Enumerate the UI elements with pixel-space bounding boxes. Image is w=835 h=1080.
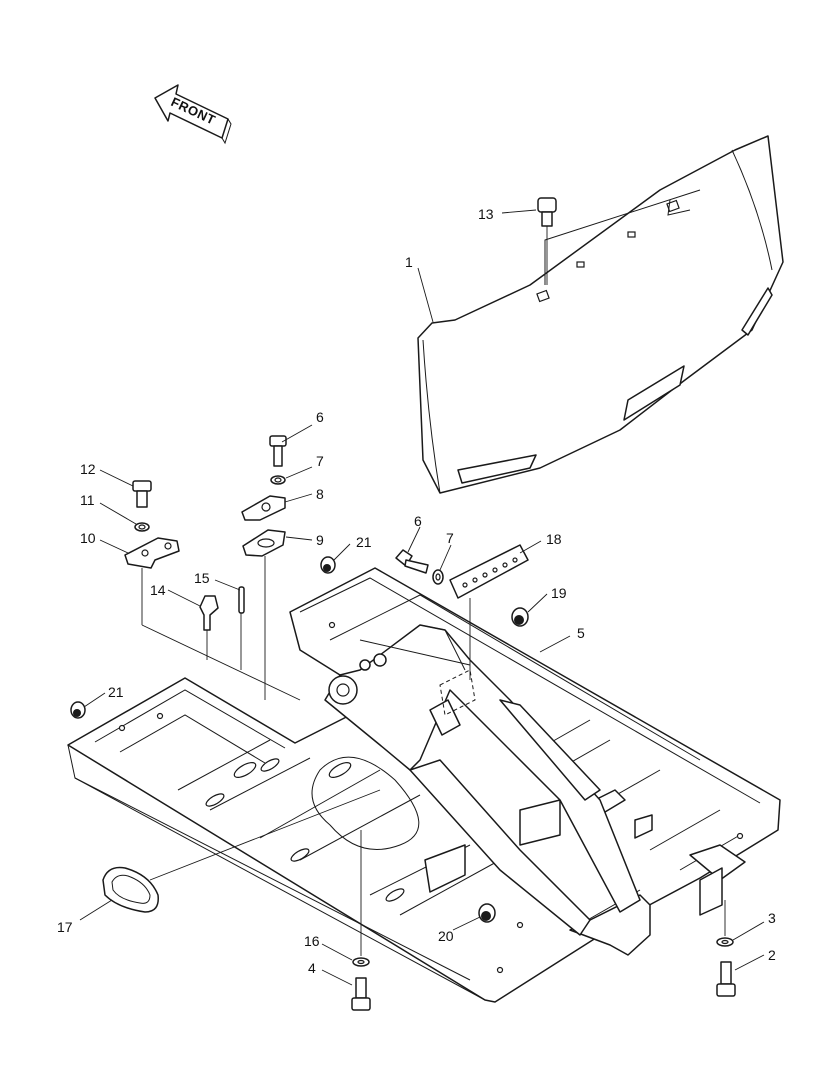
callout-14: 14	[150, 582, 166, 598]
callout-21-left: 21	[108, 684, 124, 700]
callout-15: 15	[194, 570, 210, 586]
callout-13: 13	[478, 206, 494, 222]
washer-11	[134, 522, 150, 532]
bracket-10	[124, 537, 301, 701]
rubber-mount-19	[511, 607, 529, 627]
callout-12: 12	[80, 461, 96, 477]
latch-14	[199, 595, 219, 660]
callout-21-upper: 21	[356, 534, 372, 550]
front-direction-arrow: FRONT	[154, 84, 232, 145]
washer-7-upper	[270, 475, 286, 485]
pin-15	[238, 586, 245, 670]
callout-1: 1	[405, 254, 413, 270]
plate-9	[242, 529, 286, 700]
boom-bracket	[311, 624, 641, 936]
callout-18: 18	[546, 531, 562, 547]
rubber-mount-21-left	[70, 701, 86, 719]
bolt-6-middle	[395, 549, 429, 574]
callout-16: 16	[304, 933, 320, 949]
callout-8: 8	[316, 486, 324, 502]
callout-7-middle: 7	[446, 530, 454, 546]
callout-17: 17	[57, 919, 73, 935]
counterweight-bolt-13	[537, 197, 557, 285]
rubber-mount-20	[478, 903, 496, 923]
washer-7-middle	[432, 569, 444, 585]
callout-19: 19	[551, 585, 567, 601]
counterweight	[417, 135, 784, 494]
bolt-12	[132, 480, 152, 508]
callout-2: 2	[768, 947, 776, 963]
callout-6-middle: 6	[414, 513, 422, 529]
bolt-6-upper	[269, 435, 287, 467]
callout-4: 4	[308, 960, 316, 976]
plate-8	[241, 495, 286, 521]
plate-18	[449, 544, 529, 680]
callout-9: 9	[316, 532, 324, 548]
callout-labels: 1 2 3 4 5 6 6 7 7 8 9 10 11 12 13 14 15 …	[57, 206, 776, 976]
rubber-mount-21-upper	[320, 556, 336, 574]
bolt-4	[351, 977, 371, 1011]
callout-11: 11	[80, 492, 95, 508]
washer-3	[716, 900, 734, 947]
callout-7-upper: 7	[316, 453, 324, 469]
callout-10: 10	[80, 530, 96, 546]
callout-5: 5	[577, 625, 585, 641]
callout-3: 3	[768, 910, 776, 926]
callout-20: 20	[438, 928, 454, 944]
callout-leaders	[79, 209, 765, 986]
washer-16	[352, 830, 370, 967]
callout-6-upper: 6	[316, 409, 324, 425]
bolt-2	[716, 961, 736, 997]
grommet-17	[102, 789, 381, 913]
